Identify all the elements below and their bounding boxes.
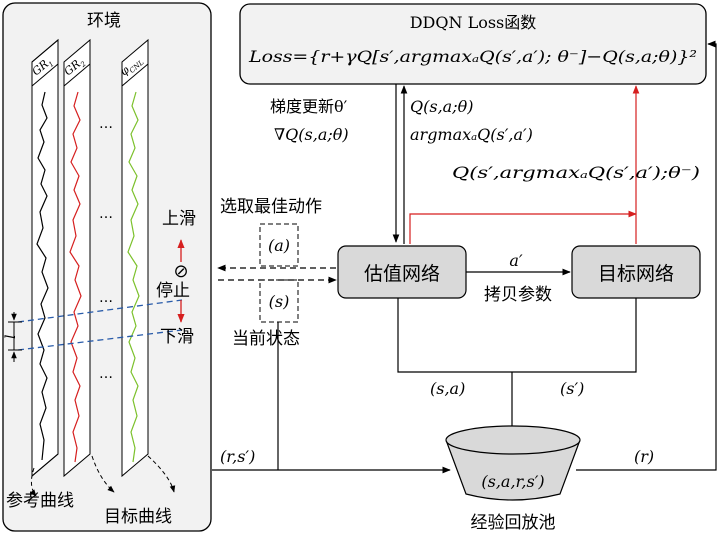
ellipsis-4: … [99, 366, 113, 382]
log-column-3: φCNL [118, 38, 149, 478]
s-prime-label: (s′) [560, 379, 584, 398]
r-label: (r) [634, 447, 654, 466]
loss-box [239, 3, 707, 85]
action-stop-label: 停止 [156, 281, 190, 301]
ellipsis-3: … [99, 290, 113, 306]
action-box [259, 223, 299, 267]
reference-curve-label: 参考曲线 [6, 491, 74, 511]
target-network-label: 目标网络 [598, 263, 674, 285]
loss-formula: Loss={r+γQ[s′,argmaxₐQ(s′,a′); θ⁻]−Q(s,a… [248, 47, 697, 66]
log-column-1: GR1 [30, 38, 59, 478]
window-length-label: l [3, 335, 19, 339]
replay-pool: (s,a,r,s′) [445, 425, 581, 501]
r-sprime-label: (r,s′) [220, 447, 255, 466]
sa-label: (s,a) [430, 379, 465, 398]
stop-icon: ⊘ [173, 261, 188, 282]
pool-content-label: (s,a,r,s′) [481, 472, 544, 491]
argmax-label: argmaxₐQ(s′,a′) [410, 125, 533, 144]
ellipsis-1: … [99, 116, 113, 132]
replay-pool-label: 经验回放池 [471, 513, 556, 533]
q-sa-label: Q(s,a;θ) [410, 97, 473, 116]
log-column-2: GR2 [62, 38, 91, 478]
loss-title: DDQN Loss函数 [410, 13, 537, 32]
ellipsis-2: … [99, 206, 113, 222]
state-box-label: (s) [269, 292, 290, 311]
target-q-label: Q(s′,argmaxₐQ(s′,a′);θ⁻) [452, 163, 700, 182]
a-prime-label: a′ [509, 251, 523, 270]
action-down-label: 下滑 [160, 327, 194, 347]
grad-label: ∇Q(s,a;θ) [274, 125, 349, 144]
select-action-label: 选取最佳动作 [220, 197, 322, 217]
curve-gr1 [36, 91, 49, 461]
action-box-label: (a) [268, 236, 290, 255]
grad-update-label: 梯度更新θ′ [270, 97, 348, 116]
curve-gr2 [69, 91, 82, 463]
action-up-label: 上滑 [162, 209, 196, 229]
current-state-label: 当前状态 [232, 329, 300, 349]
estimate-network-label: 估值网络 [364, 263, 440, 285]
environment-title: 环境 [87, 11, 121, 31]
copy-params-label: 拷贝参数 [484, 285, 552, 305]
curve-phi-cnl [127, 91, 140, 463]
window-band: l [3, 299, 183, 362]
target-curve-label: 目标曲线 [104, 507, 172, 527]
